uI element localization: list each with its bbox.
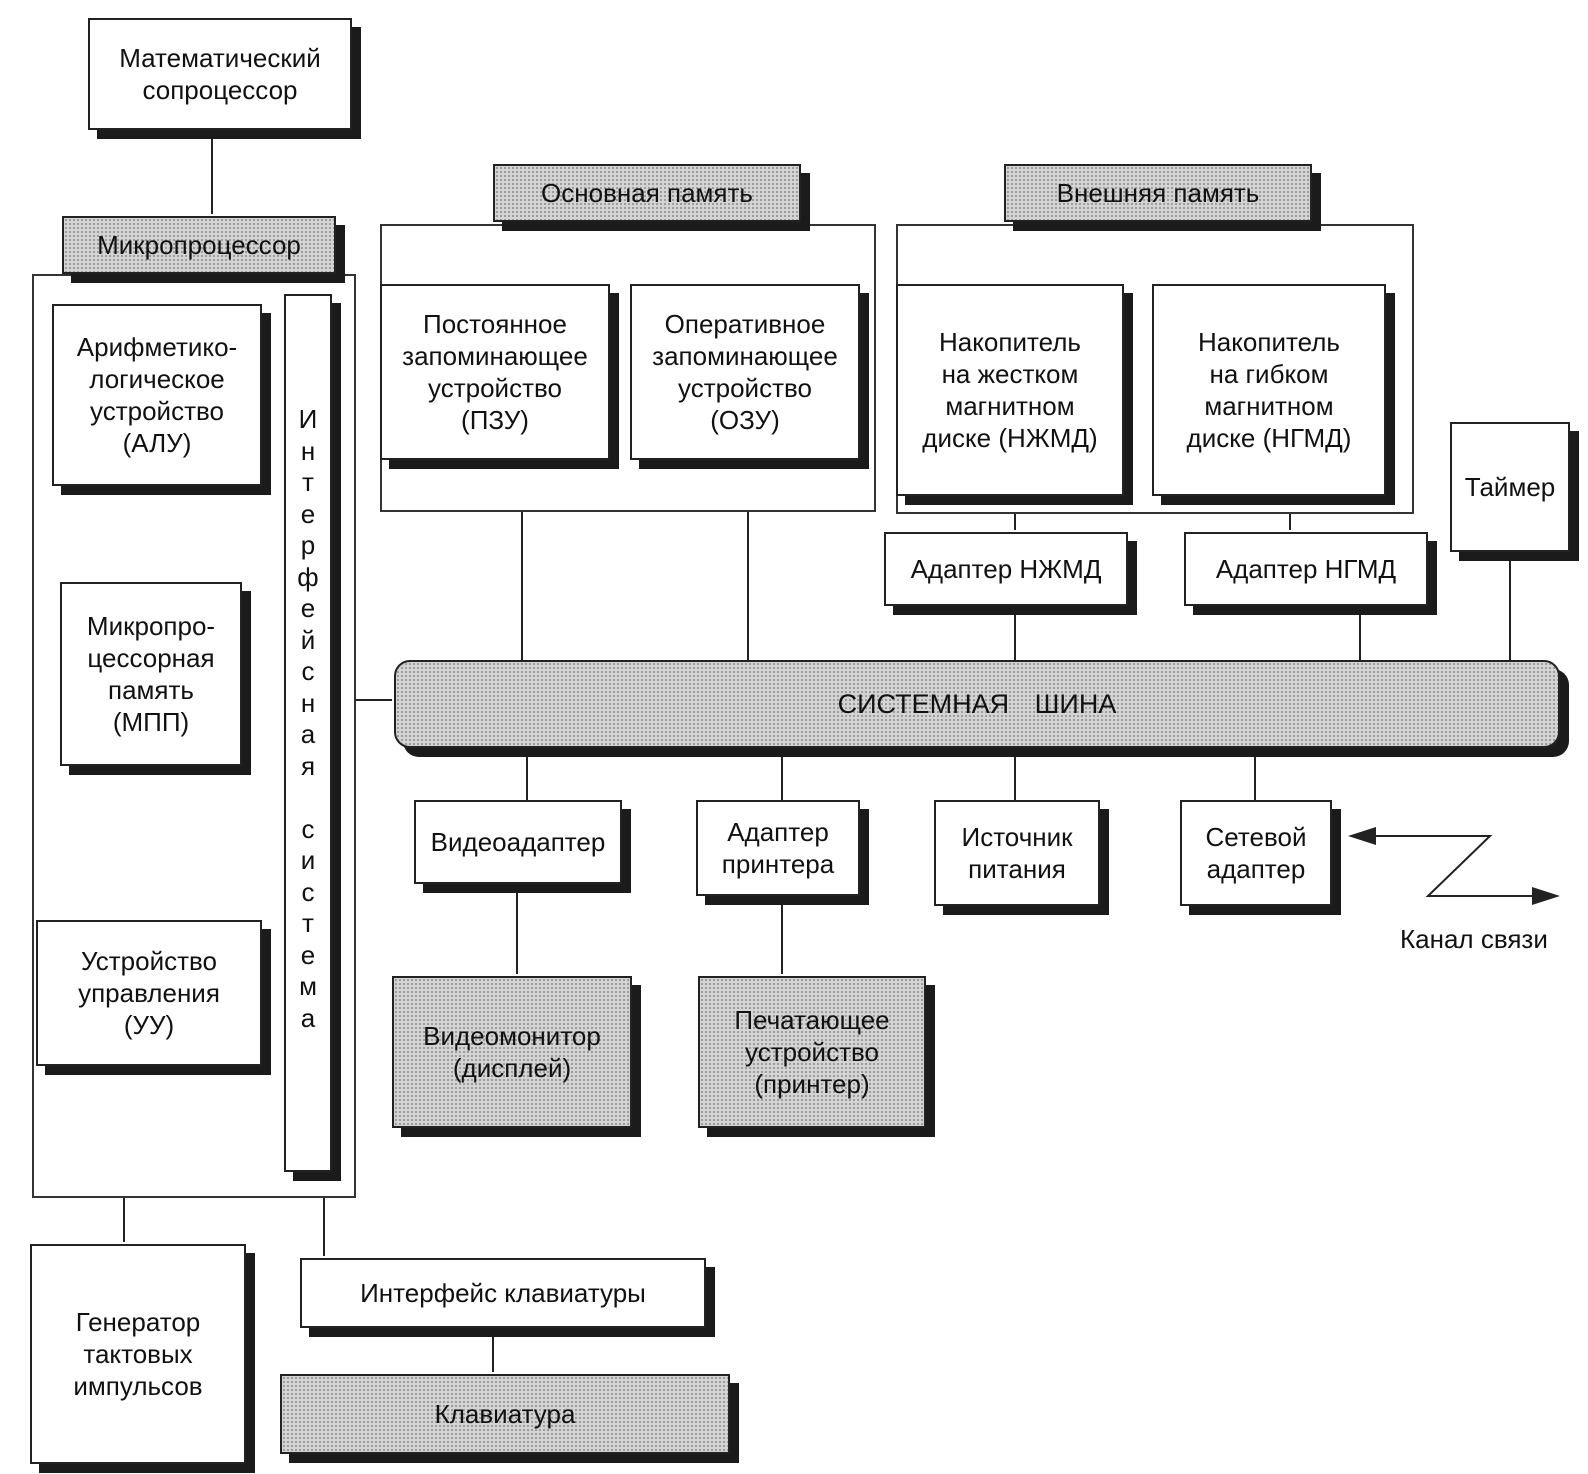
keyboard-box: Клавиатура — [280, 1374, 730, 1454]
mpp-box: Микропро- цессорная память (МПП) — [60, 582, 242, 766]
math-coprocessor-box: Математический сопроцессор — [88, 18, 352, 130]
external-memory-label: Внешняя память — [1004, 164, 1312, 222]
timer-box: Таймер — [1450, 422, 1570, 552]
fdd-adapter-box: Адаптер НГМД — [1184, 532, 1428, 606]
video-monitor-box: Видеомонитор (дисплей) — [392, 976, 632, 1128]
clock-generator-box: Генератор тактовых импульсов — [30, 1244, 246, 1464]
printer-adapter-box: Адаптер принтера — [696, 800, 860, 896]
control-unit-box: Устройство управления (УУ) — [36, 920, 262, 1066]
rom-box: Постоянное запоминающее устройство (ПЗУ) — [380, 284, 610, 460]
alu-box: Арифметико- логическое устройство (АЛУ) — [52, 304, 262, 486]
video-adapter-box: Видеоадаптер — [414, 800, 622, 884]
fdd-box: Накопитель на гибком магнитном диске (НГ… — [1152, 284, 1386, 496]
power-supply-box: Источник питания — [934, 800, 1100, 906]
main-memory-label: Основная память — [493, 164, 801, 222]
printer-box: Печатающее устройство (принтер) — [698, 976, 926, 1128]
comm-channel-label: Канал связи — [1400, 924, 1548, 954]
keyboard-interface-box: Интерфейс клавиатуры — [300, 1258, 706, 1328]
network-adapter-box: Сетевой адаптер — [1180, 800, 1332, 906]
hdd-box: Накопитель на жестком магнитном диске (Н… — [896, 284, 1124, 496]
microprocessor-label: Микропроцессор — [62, 216, 336, 274]
ram-box: Оперативное запоминающее устройство (ОЗУ… — [630, 284, 860, 460]
interface-system-box — [284, 294, 332, 1172]
hdd-adapter-box: Адаптер НЖМД — [884, 532, 1128, 606]
system-bus: СИСТЕМНАЯ ШИНА — [394, 660, 1560, 748]
